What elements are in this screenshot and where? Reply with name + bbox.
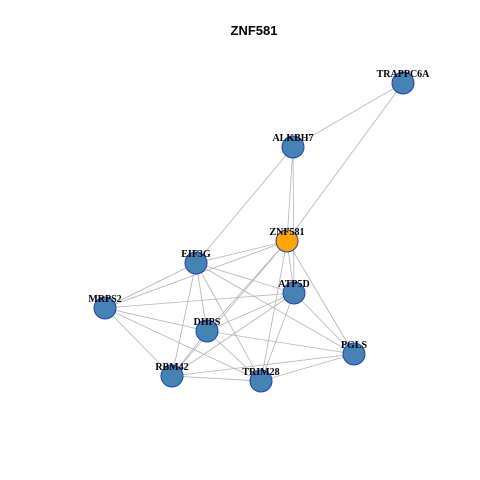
edge-atp5d-pgls xyxy=(293,292,355,355)
edge-rbm42-trim28 xyxy=(171,375,262,382)
edge-trappc6a-alkbh7 xyxy=(292,82,404,148)
edge-dhps-pgls xyxy=(206,330,355,355)
node-atp5d xyxy=(282,281,306,305)
edge-trappc6a-znf581 xyxy=(286,82,404,242)
graph-title: ZNF581 xyxy=(231,23,278,38)
edge-dhps-trim28 xyxy=(206,330,262,382)
edge-znf581-dhps xyxy=(206,240,288,332)
edge-atp5d-dhps xyxy=(206,292,295,332)
node-eif3g xyxy=(184,251,208,275)
node-label-atp5d: ATP5D xyxy=(278,279,309,290)
node-label-alkbh7: ALKBH7 xyxy=(272,133,313,144)
node-rbm42 xyxy=(160,364,184,388)
edge-atp5d-rbm42 xyxy=(171,292,295,377)
edge-mrps2-dhps xyxy=(104,307,208,332)
edge-eif3g-rbm42 xyxy=(171,262,197,377)
edge-alkbh7-atp5d xyxy=(292,146,295,294)
edge-eif3g-atp5d xyxy=(195,262,295,294)
node-label-znf581: ZNF581 xyxy=(270,227,305,238)
node-layer xyxy=(93,71,415,393)
edge-mrps2-rbm42 xyxy=(104,307,173,377)
edge-trim28-pgls xyxy=(260,353,355,382)
edge-eif3g-mrps2 xyxy=(104,262,197,309)
edge-znf581-eif3g xyxy=(195,240,288,264)
edge-atp5d-mrps2 xyxy=(104,292,295,309)
node-pgls xyxy=(342,342,366,366)
edge-atp5d-trim28 xyxy=(260,292,295,382)
edge-alkbh7-eif3g xyxy=(195,146,294,264)
node-trappc6a xyxy=(391,71,415,95)
node-label-trappc6a: TRAPPC6A xyxy=(377,69,431,80)
node-label-dhps: DHPS xyxy=(194,317,221,328)
node-trim28 xyxy=(249,369,273,393)
node-alkbh7 xyxy=(281,135,305,159)
edge-alkbh7-znf581 xyxy=(286,146,294,242)
edge-mrps2-trim28 xyxy=(104,307,262,382)
node-label-rbm42: RBM42 xyxy=(155,362,188,373)
edge-znf581-pgls xyxy=(286,240,355,355)
node-label-pgls: PGLS xyxy=(341,340,368,351)
edge-eif3g-pgls xyxy=(195,262,355,355)
edge-znf581-trim28 xyxy=(260,240,288,382)
node-mrps2 xyxy=(93,296,117,320)
node-label-trim28: TRIM28 xyxy=(242,367,279,378)
node-dhps xyxy=(195,319,219,343)
edge-znf581-rbm42 xyxy=(171,240,288,377)
edge-layer xyxy=(104,82,404,382)
edge-rbm42-pgls xyxy=(171,353,355,377)
node-label-eif3g: EIF3G xyxy=(181,249,211,260)
node-znf581 xyxy=(275,229,299,253)
node-label-mrps2: MRPS2 xyxy=(88,294,121,305)
